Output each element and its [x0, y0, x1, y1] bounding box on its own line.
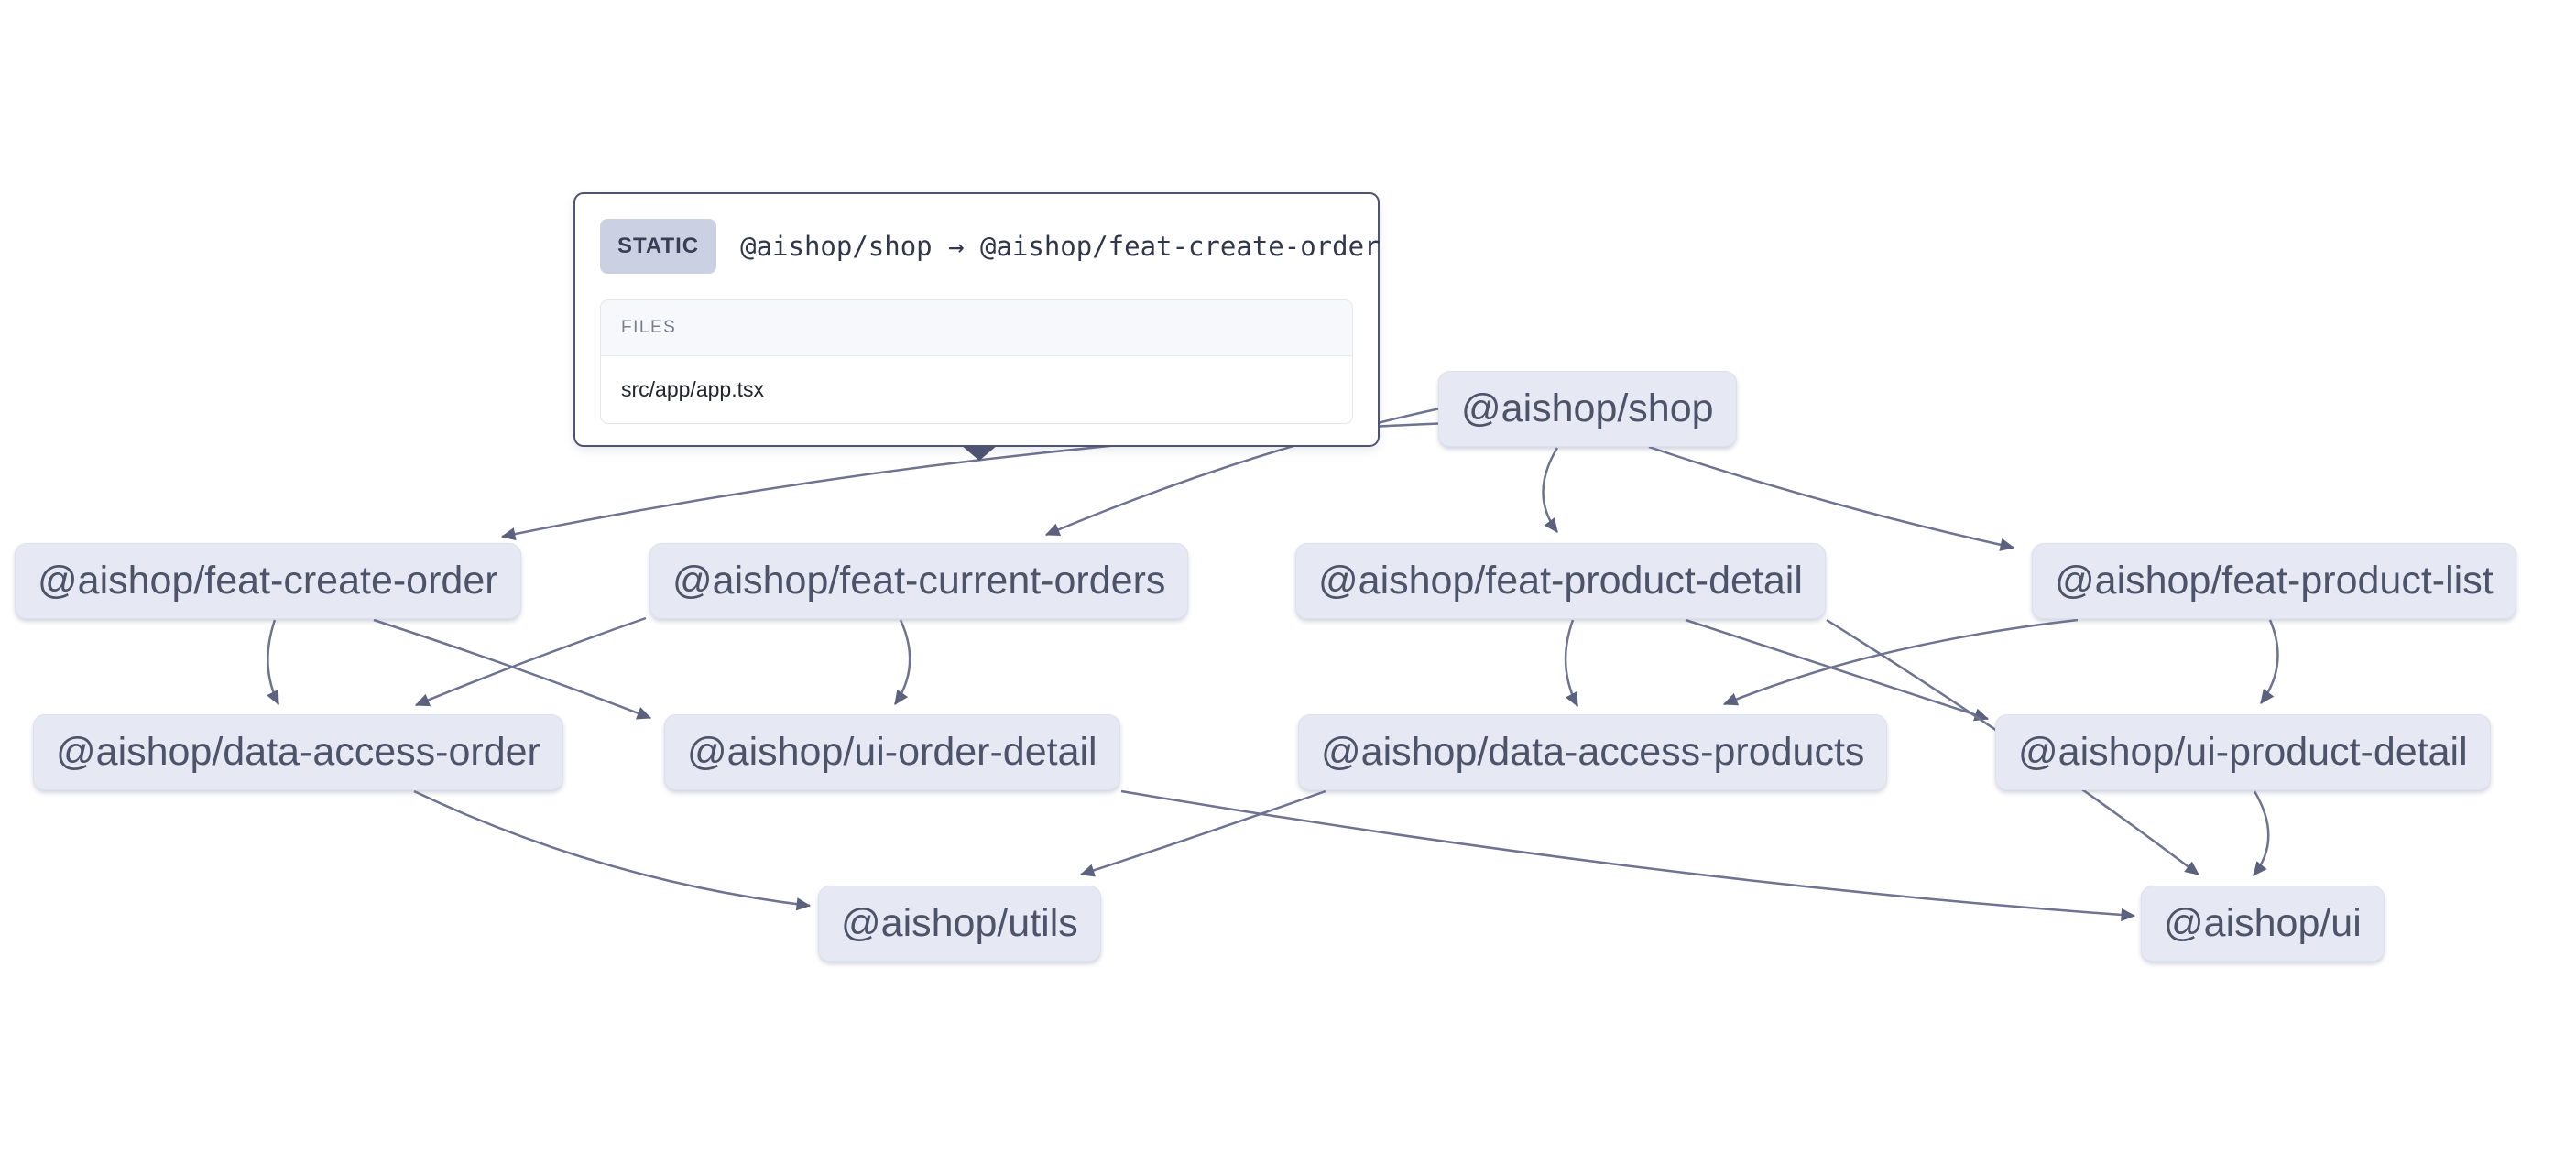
graph-node-ui-product-detail[interactable]: @aishop/ui-product-detail: [1995, 714, 2491, 790]
node-label: @aishop/feat-product-detail: [1318, 559, 1803, 603]
node-label: @aishop/utils: [841, 901, 1078, 945]
edge-type-badge: STATIC: [600, 219, 717, 274]
tooltip-pointer: [961, 445, 998, 461]
node-label: @aishop/ui: [2164, 901, 2362, 945]
edge-files-section: FILES src/app/app.tsx: [600, 299, 1353, 424]
node-label: @aishop/feat-product-list: [2055, 559, 2494, 603]
node-label: @aishop/feat-current-orders: [672, 559, 1166, 603]
edge-feat-product-list-to-ui-product-detail[interactable]: [2259, 619, 2279, 704]
edge-tooltip: STATIC @aishop/shop → @aishop/feat-creat…: [573, 192, 1381, 461]
node-label: @aishop/ui-product-detail: [2018, 730, 2468, 774]
graph-node-feat-create-order[interactable]: @aishop/feat-create-order: [15, 543, 521, 619]
edge-shop-to-feat-current-orders[interactable]: [1044, 407, 1441, 537]
edge-tooltip-title: @aishop/shop → @aishop/feat-create-order: [740, 231, 1381, 262]
node-label: @aishop/ui-order-detail: [687, 730, 1097, 774]
edge-feat-product-detail-to-ui-product-detail[interactable]: [1685, 618, 1990, 722]
edge-feat-product-list-to-data-access-products[interactable]: [1722, 618, 2079, 706]
edge-ui-order-detail-to-ui[interactable]: [1120, 789, 2136, 922]
edge-feat-create-order-to-data-access-order[interactable]: [267, 619, 280, 706]
graph-node-ui-order-detail[interactable]: @aishop/ui-order-detail: [664, 714, 1120, 790]
edge-shop-to-feat-product-list[interactable]: [1648, 445, 2015, 551]
graph-node-feat-current-orders[interactable]: @aishop/feat-current-orders: [649, 543, 1189, 619]
graph-node-shop[interactable]: @aishop/shop: [1438, 371, 1737, 447]
edge-data-access-products-to-utils[interactable]: [1079, 789, 1326, 877]
graph-node-data-access-products[interactable]: @aishop/data-access-products: [1298, 714, 1888, 790]
node-label: @aishop/shop: [1461, 386, 1714, 430]
node-label: @aishop/data-access-products: [1321, 730, 1865, 774]
graph-node-feat-product-detail[interactable]: @aishop/feat-product-detail: [1295, 543, 1826, 619]
edge-file-row: src/app/app.tsx: [601, 356, 1352, 423]
graph-node-data-access-order[interactable]: @aishop/data-access-order: [33, 714, 563, 790]
edge-tooltip-header: STATIC @aishop/shop → @aishop/feat-creat…: [600, 216, 1381, 277]
edge-feat-current-orders-to-ui-order-detail[interactable]: [893, 619, 911, 705]
edge-feat-current-orders-to-data-access-order[interactable]: [414, 616, 647, 707]
node-label: @aishop/feat-create-order: [38, 559, 498, 603]
edge-files-header: FILES: [601, 300, 1352, 356]
edge-ui-product-detail-to-ui[interactable]: [2253, 790, 2270, 876]
node-label: @aishop/data-access-order: [56, 730, 540, 774]
graph-node-feat-product-list[interactable]: @aishop/feat-product-list: [2032, 543, 2516, 619]
graph-node-utils[interactable]: @aishop/utils: [818, 886, 1101, 962]
edge-shop-to-feat-product-detail[interactable]: [1542, 447, 1559, 533]
edge-data-access-order-to-utils[interactable]: [413, 789, 812, 911]
graph-node-ui[interactable]: @aishop/ui: [2141, 886, 2385, 962]
edge-feat-create-order-to-ui-order-detail[interactable]: [373, 618, 652, 720]
edge-feat-product-detail-to-data-access-products[interactable]: [1564, 619, 1579, 708]
